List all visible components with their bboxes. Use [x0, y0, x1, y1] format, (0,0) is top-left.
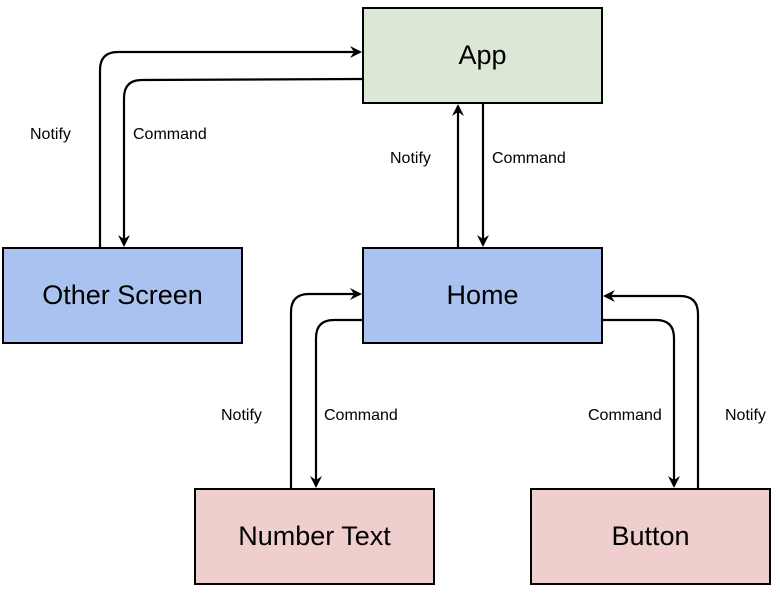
node-home: Home [362, 247, 603, 344]
edge-label-home-number-command: Command [324, 407, 398, 424]
edge-other-to-app-notify [98, 46, 362, 247]
node-button: Button [530, 488, 771, 585]
edge-label-app-home-command: Command [492, 150, 566, 167]
edge-home-to-button-command [603, 318, 680, 488]
edge-button-to-home-notify [603, 290, 700, 488]
edge-label-number-home-notify: Notify [221, 407, 262, 424]
node-other-screen-label: Other Screen [42, 280, 203, 310]
edge-number-to-home-notify [289, 288, 362, 488]
node-number-text: Number Text [194, 488, 435, 585]
edge-label-home-button-command: Command [588, 407, 662, 424]
edge-app-to-other-command [118, 77, 363, 247]
edge-label-button-home-notify: Notify [725, 407, 766, 424]
edge-label-home-app-notify: Notify [390, 150, 431, 167]
node-app-label: App [458, 40, 507, 70]
node-button-label: Button [611, 521, 690, 551]
node-number-text-label: Number Text [238, 521, 391, 551]
node-app: App [362, 7, 603, 104]
node-other-screen: Other Screen [2, 247, 243, 344]
edge-label-app-other-command: Command [133, 126, 207, 143]
edge-home-to-number-command [310, 318, 362, 488]
edge-label-other-app-notify: Notify [30, 126, 71, 143]
node-home-label: Home [446, 280, 519, 310]
